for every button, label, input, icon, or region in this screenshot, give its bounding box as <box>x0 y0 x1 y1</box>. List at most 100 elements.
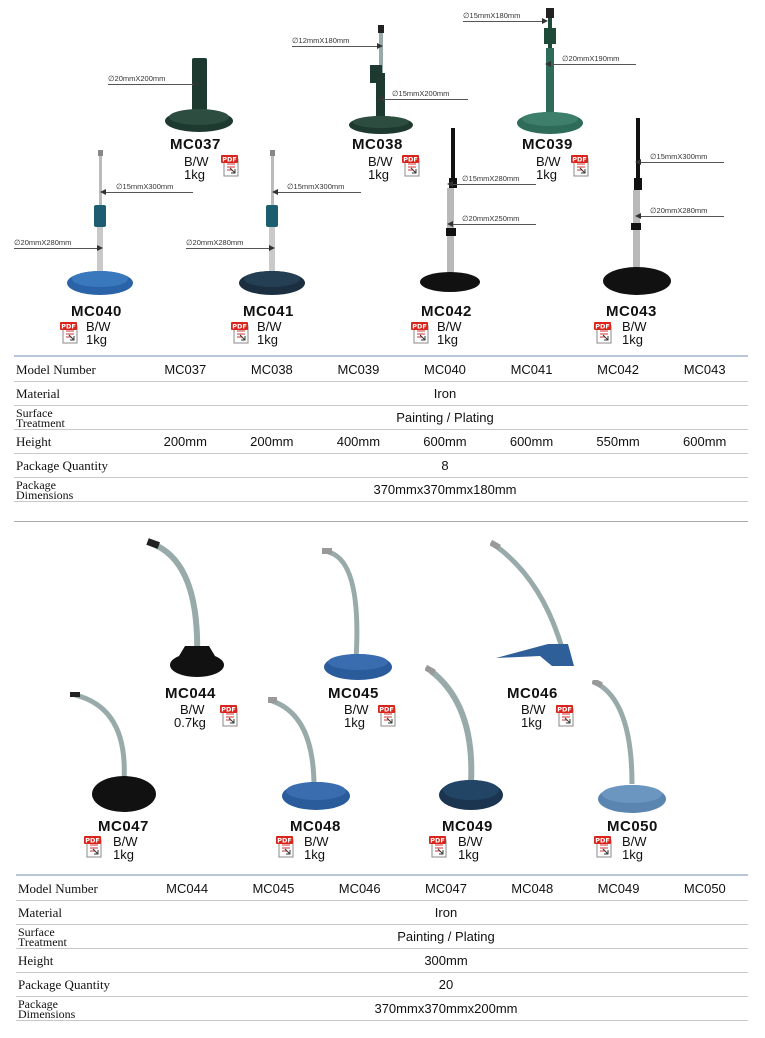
table-top-border <box>14 355 748 357</box>
gooseneck-stand-icon <box>424 664 503 810</box>
pdf-icon[interactable] <box>84 836 104 858</box>
product-image-mc039 <box>515 8 585 143</box>
dimension-label: ∅12mmX180mm <box>292 36 350 45</box>
product-code: MC045 <box>328 685 379 702</box>
row-label: Package Quantity <box>16 972 144 997</box>
product-image-mc044 <box>145 538 235 688</box>
product-code: MC044 <box>165 685 216 702</box>
model-cell: MC039 <box>315 358 402 382</box>
row-label: Model Number <box>14 358 142 382</box>
table-row: Height 300mm <box>16 948 748 973</box>
pdf-icon[interactable] <box>594 836 614 858</box>
product-code: MC046 <box>507 685 558 702</box>
desk-stand-icon <box>420 128 480 292</box>
dimensions-cell: 370mmx370mmx180mm <box>142 477 748 502</box>
height-cell: 400mm <box>315 429 402 454</box>
model-cell: MC046 <box>316 877 403 901</box>
dimension-label: ∅20mmX280mm <box>186 238 244 247</box>
product-image-mc037 <box>165 55 235 140</box>
gooseneck-stand-icon <box>489 539 574 666</box>
spec-table-1: Model Number MC037 MC038 MC039 MC040 MC0… <box>14 358 748 502</box>
table-row: Model Number MC044 MC045 MC046 MC047 MC0… <box>16 877 748 901</box>
desk-stand-icon <box>517 8 583 134</box>
pdf-icon[interactable] <box>402 155 422 177</box>
dimensions-cell: 370mmx370mmx200mm <box>144 996 748 1021</box>
pdf-icon[interactable] <box>220 705 240 727</box>
product-code: MC048 <box>290 818 341 835</box>
product-finish: B/W <box>304 834 329 849</box>
table-row: Material Iron <box>16 900 748 925</box>
product-weight: 1kg <box>622 847 643 862</box>
product-finish: B/W <box>180 702 205 717</box>
row-label: Material <box>16 900 144 925</box>
height-cell: 300mm <box>144 948 748 973</box>
product-finish: B/W <box>113 834 138 849</box>
pdf-icon[interactable] <box>378 705 398 727</box>
model-cell: MC044 <box>144 877 231 901</box>
model-cell: MC042 <box>574 358 662 382</box>
model-cell: MC041 <box>488 358 575 382</box>
height-cell: 600mm <box>401 429 489 454</box>
product-finish: B/W <box>257 319 282 334</box>
dimension-label: ∅15mmX280mm <box>462 174 520 183</box>
desk-stand-icon <box>67 150 133 295</box>
product-weight: 1kg <box>437 332 458 347</box>
model-cell: MC048 <box>489 877 576 901</box>
desk-stand-icon <box>603 118 671 295</box>
dimension-label: ∅15mmX300mm <box>650 152 708 161</box>
product-weight: 1kg <box>458 847 479 862</box>
product-image-mc040 <box>65 150 135 305</box>
product-image-mc047 <box>70 690 160 820</box>
height-cell: 600mm <box>661 429 748 454</box>
product-image-mc046 <box>489 539 580 680</box>
product-finish: B/W <box>622 834 647 849</box>
pdf-icon[interactable] <box>594 322 614 344</box>
dimension-label: ∅20mmX280mm <box>650 206 708 215</box>
product-image-mc049 <box>424 664 515 820</box>
product-weight: 1kg <box>368 167 389 182</box>
product-weight: 1kg <box>257 332 278 347</box>
product-finish: B/W <box>536 154 561 169</box>
pdf-icon[interactable] <box>429 836 449 858</box>
desk-stand-icon <box>165 58 233 132</box>
spec-table-2: Model Number MC044 MC045 MC046 MC047 MC0… <box>16 877 748 1021</box>
material-cell: Iron <box>142 381 748 406</box>
product-weight: 1kg <box>86 332 107 347</box>
height-cell: 600mm <box>488 429 575 454</box>
dimension-label: ∅20mmX280mm <box>14 238 72 247</box>
model-cell: MC049 <box>575 877 662 901</box>
pdf-icon[interactable] <box>571 155 591 177</box>
row-label: Height <box>14 429 142 454</box>
gooseneck-stand-icon <box>591 678 666 813</box>
table-row: Model Number MC037 MC038 MC039 MC040 MC0… <box>14 358 748 382</box>
product-finish: B/W <box>437 319 462 334</box>
dimension-label: ∅20mmX190mm <box>562 54 620 63</box>
pdf-icon[interactable] <box>411 322 431 344</box>
pdf-icon[interactable] <box>276 836 296 858</box>
product-weight: 1kg <box>184 167 205 182</box>
dimension-label: ∅15mmX300mm <box>116 182 174 191</box>
surface-cell: Painting / Plating <box>144 924 748 949</box>
pdf-icon[interactable] <box>221 155 241 177</box>
product-weight: 1kg <box>113 847 134 862</box>
model-cell: MC037 <box>142 358 229 382</box>
pdf-icon[interactable] <box>231 322 251 344</box>
model-cell: MC038 <box>228 358 316 382</box>
model-cell: MC050 <box>661 877 748 901</box>
pdf-icon[interactable] <box>556 705 576 727</box>
table-row: Material Iron <box>14 381 748 406</box>
product-code: MC039 <box>522 136 573 153</box>
dimension-label: ∅20mmX250mm <box>462 214 520 223</box>
product-code: MC038 <box>352 136 403 153</box>
quantity-cell: 20 <box>144 972 748 997</box>
height-cell: 200mm <box>142 429 229 454</box>
dimension-label: ∅15mmX180mm <box>463 11 521 20</box>
pdf-icon[interactable] <box>60 322 80 344</box>
